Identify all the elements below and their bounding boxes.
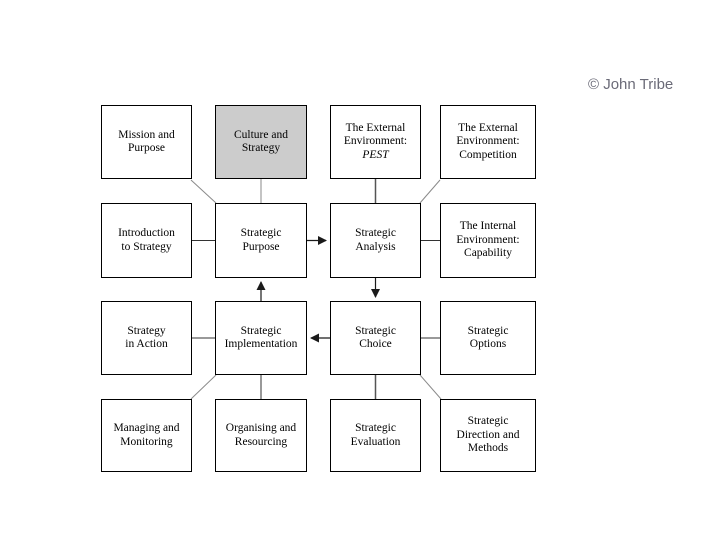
- box-label-line: Choice: [359, 338, 392, 350]
- box-label-line: Analysis: [355, 240, 396, 253]
- box-culture-and-strategy: Culture and Strategy: [215, 105, 307, 179]
- box-internal-environment-capability: The Internal Environment: Capability: [440, 203, 536, 278]
- connector-competition-to-strategic-analysis: [419, 179, 441, 204]
- box-label-line: Environment:: [343, 135, 408, 148]
- box-strategic-analysis: Strategic Analysis: [330, 203, 421, 278]
- box-strategic-implementation: Strategic Implementation: [215, 301, 307, 375]
- box-external-environment-competition: The External Environment: Competition: [440, 105, 536, 179]
- box-label-line: Environment:: [456, 135, 520, 148]
- box-label-line: to Strategy: [121, 240, 172, 253]
- box-label-line: Options: [469, 338, 507, 350]
- box-organising-and-resourcing: Organising and Resourcing: [215, 399, 307, 472]
- box-label-line: The External: [345, 121, 406, 134]
- box-label-line: Strategy: [241, 142, 281, 154]
- box-label-line: Strategic: [355, 422, 396, 434]
- box-label-line: Capability: [464, 247, 512, 260]
- box-label-line: Strategic: [355, 324, 396, 337]
- box-strategic-direction-and-methods: Strategic Direction and Methods: [440, 399, 536, 472]
- connector-choice-to-direction: [419, 374, 442, 400]
- box-strategic-purpose: Strategic Purpose: [215, 203, 307, 278]
- box-label-line: Strategic: [240, 324, 282, 337]
- box-label-line: Methods: [467, 442, 509, 455]
- connector-implementation-to-managing: [190, 374, 217, 400]
- box-label-line: Resourcing: [234, 435, 288, 448]
- box-strategy-in-action: Strategy in Action: [101, 301, 192, 375]
- box-managing-and-monitoring: Managing and Monitoring: [101, 399, 192, 472]
- box-label-line: Competition: [459, 148, 517, 161]
- box-label-line: Direction and: [456, 428, 520, 441]
- box-introduction-to-strategy: Introduction to Strategy: [101, 203, 192, 278]
- box-label-line: Strategic: [467, 324, 509, 337]
- box-label-line: in Action: [125, 338, 168, 350]
- box-external-environment-pest: The External Environment: PEST: [330, 105, 421, 179]
- box-label-line: Purpose: [127, 142, 166, 154]
- box-label-line: Strategic: [240, 227, 282, 239]
- connector-mission-to-strategic-purpose: [190, 179, 217, 204]
- copyright-text: © John Tribe: [588, 76, 674, 93]
- box-label-line: Introduction: [118, 227, 175, 239]
- box-label-line: Purpose: [242, 240, 280, 253]
- box-strategic-choice: Strategic Choice: [330, 301, 421, 375]
- box-label-line: The Internal: [459, 220, 517, 233]
- box-label-line: Organising and: [225, 422, 297, 434]
- box-label-line: Environment:: [456, 233, 520, 246]
- box-label-line: Managing and: [113, 422, 180, 434]
- box-label-line: Culture and: [234, 128, 288, 141]
- box-label-line: Mission and: [118, 128, 175, 141]
- box-label-line: Strategic: [467, 415, 509, 428]
- box-strategic-evaluation: Strategic Evaluation: [330, 399, 421, 472]
- box-label-line: Implementation: [224, 338, 298, 350]
- box-label-line: Strategic: [355, 227, 396, 239]
- box-strategic-options: Strategic Options: [440, 301, 536, 375]
- box-label-line: Strategy: [127, 324, 166, 337]
- box-label-line: The External: [458, 121, 518, 134]
- box-label-line: Evaluation: [350, 435, 401, 448]
- box-label-line: Monitoring: [120, 435, 173, 448]
- box-label-line: PEST: [362, 148, 389, 161]
- box-mission-and-purpose: Mission and Purpose: [101, 105, 192, 179]
